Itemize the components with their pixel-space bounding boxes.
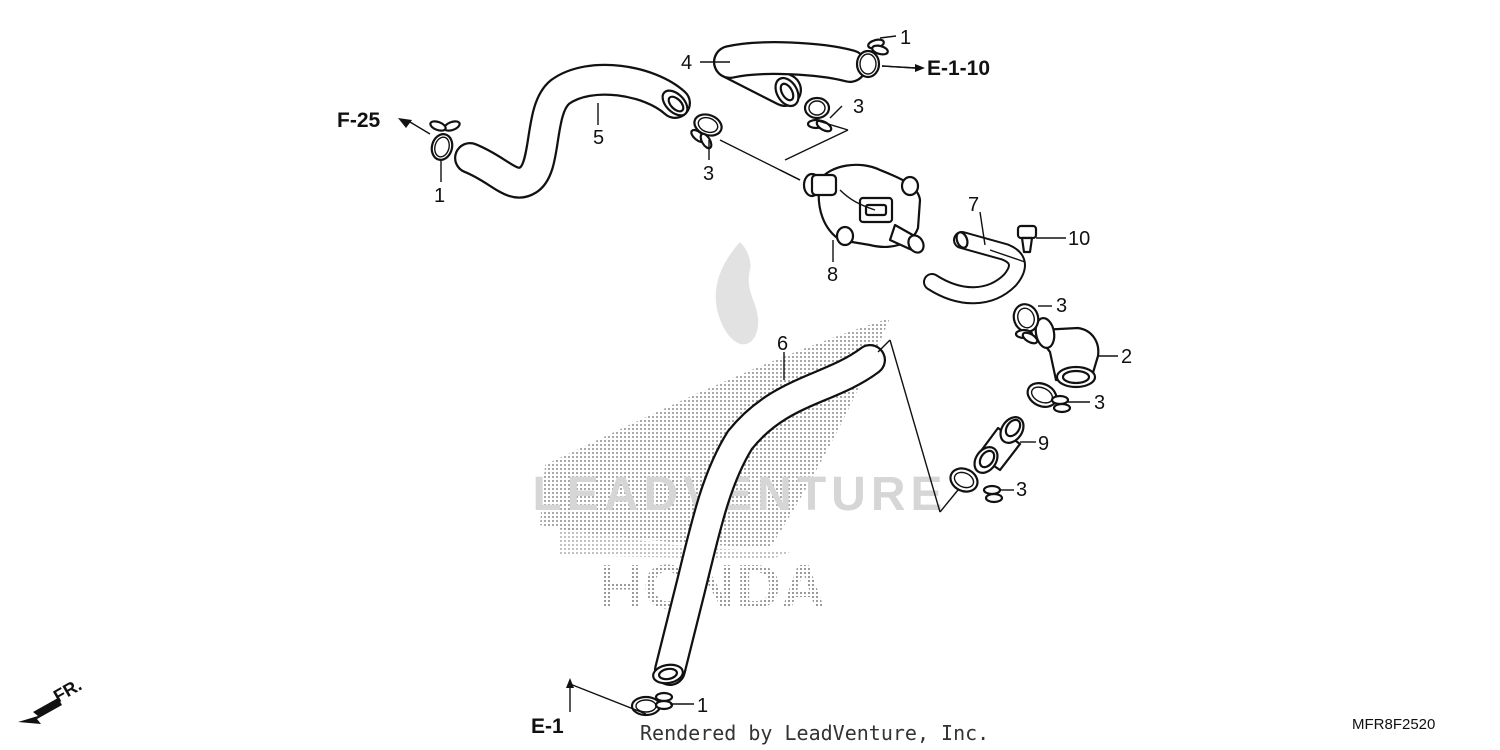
clamp-3-a <box>690 113 723 150</box>
callout-labels: 1 1 1 1 2 3 3 3 3 3 3 4 5 6 7 8 9 10 <box>434 27 1132 717</box>
clamp-3-d <box>1026 382 1072 414</box>
credit-text: Rendered by LeadVenture, Inc. <box>640 721 989 745</box>
clamp-1-b <box>855 38 889 79</box>
arrowheads <box>398 64 925 688</box>
hose-6 <box>652 344 886 686</box>
clamp-1-c <box>630 691 674 717</box>
clamp-3-e <box>949 467 1004 504</box>
diagram-code: MFR8F2520 <box>1352 716 1435 733</box>
hose-4 <box>713 41 867 108</box>
front-direction-indicator: FR. <box>18 675 85 724</box>
pipe-9 <box>973 416 1025 474</box>
callout-6: 6 <box>777 333 788 355</box>
clamp-3-c <box>1012 303 1040 345</box>
callout-1-a: 1 <box>434 185 445 207</box>
hose-5 <box>454 63 691 199</box>
flame-logo-watermark <box>715 242 759 345</box>
callout-8: 8 <box>827 264 838 286</box>
callout-2: 2 <box>1121 346 1132 368</box>
reference-labels: F-25 E-1-10 E-1 <box>337 57 990 738</box>
honda-wing-watermark <box>540 318 890 548</box>
screw-10 <box>1016 224 1038 254</box>
callout-3-a: 3 <box>703 163 714 185</box>
air-valve-8 <box>802 163 925 254</box>
callout-1-b: 1 <box>900 27 911 49</box>
callout-3-b: 3 <box>853 96 864 118</box>
callout-3-d: 3 <box>1094 392 1105 414</box>
callout-1-c: 1 <box>697 695 708 717</box>
callout-3-c: 3 <box>1056 295 1067 317</box>
elbow-2 <box>1034 317 1100 389</box>
callout-4: 4 <box>681 52 692 74</box>
callout-3-e: 3 <box>1016 479 1027 501</box>
callout-7: 7 <box>968 194 979 216</box>
callout-5: 5 <box>593 127 604 149</box>
ref-e1: E-1 <box>531 715 564 738</box>
hose-7 <box>923 231 1026 305</box>
watermark-leadventure-text: LEADVENTURE <box>532 468 947 521</box>
watermark: HONDA LEADVENTURE <box>532 242 947 622</box>
clamp-1-a <box>429 120 461 161</box>
callout-9: 9 <box>1038 433 1049 455</box>
clamp-3-b <box>803 96 833 133</box>
callout-10: 10 <box>1068 228 1090 250</box>
honda-wing-lower-watermark <box>560 525 790 560</box>
ref-f25: F-25 <box>337 109 381 132</box>
ref-e110: E-1-10 <box>927 57 990 80</box>
front-arrow-icon <box>18 698 62 724</box>
